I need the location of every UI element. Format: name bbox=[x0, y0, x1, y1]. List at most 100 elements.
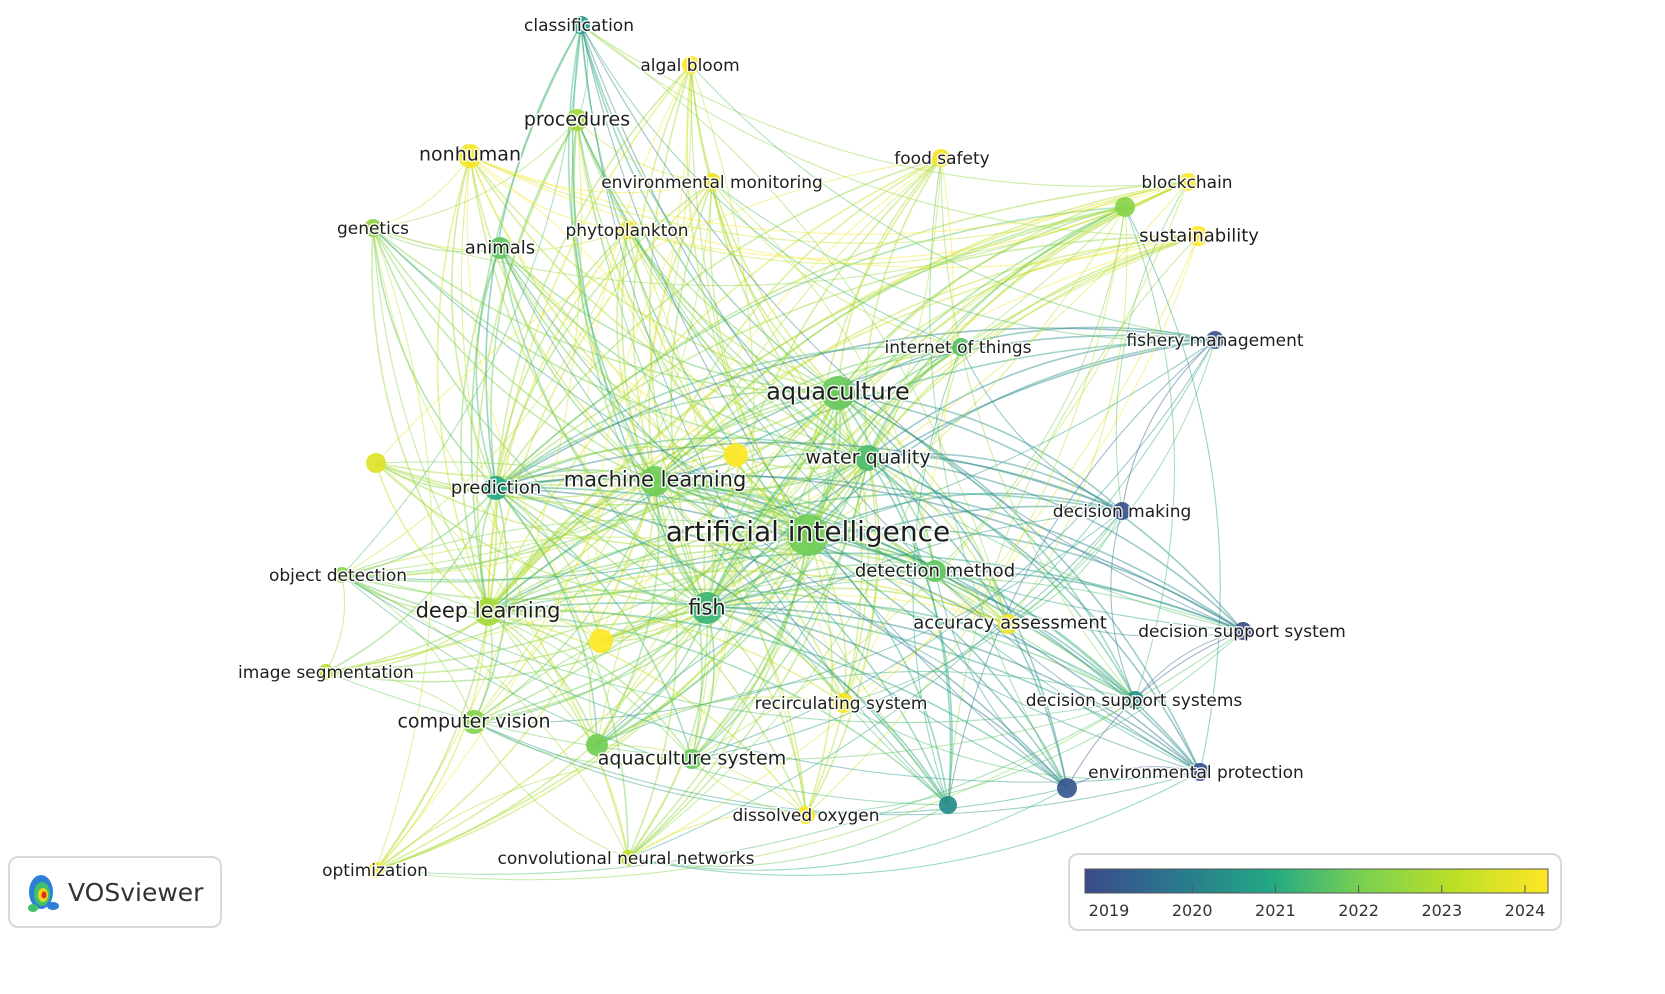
node-machine-learning[interactable] bbox=[640, 466, 670, 496]
node-unlabeled-2[interactable] bbox=[366, 453, 386, 473]
node-environmental-protection[interactable] bbox=[1191, 763, 1209, 781]
link bbox=[580, 24, 962, 348]
link bbox=[596, 480, 660, 746]
node-recirculating-system[interactable] bbox=[833, 693, 853, 713]
link bbox=[487, 480, 656, 613]
link bbox=[325, 671, 1136, 760]
link bbox=[648, 181, 713, 482]
link bbox=[325, 671, 475, 723]
node-blockchain[interactable] bbox=[1179, 173, 1197, 191]
link bbox=[576, 119, 949, 806]
link bbox=[495, 487, 693, 760]
node-internet-of-things[interactable] bbox=[952, 338, 970, 356]
node-optimization[interactable] bbox=[368, 862, 384, 878]
link bbox=[691, 510, 1123, 760]
node-unlabeled-3[interactable] bbox=[589, 629, 613, 653]
node-phytoplankton[interactable] bbox=[619, 221, 637, 239]
node-aquaculture-system[interactable] bbox=[682, 749, 702, 769]
link bbox=[711, 181, 839, 394]
link bbox=[654, 480, 949, 806]
link bbox=[469, 155, 869, 459]
link bbox=[341, 574, 489, 614]
node-decision-support-system[interactable] bbox=[1234, 622, 1252, 640]
node-image-segmentation[interactable] bbox=[318, 664, 334, 680]
link bbox=[596, 534, 809, 746]
node-environmental-monitoring[interactable] bbox=[703, 173, 721, 191]
node-unlabeled-1[interactable] bbox=[724, 443, 748, 467]
node-aquaculture[interactable] bbox=[821, 376, 855, 410]
link bbox=[473, 721, 629, 859]
link bbox=[495, 487, 629, 859]
link bbox=[691, 534, 809, 760]
link bbox=[375, 480, 656, 871]
link bbox=[375, 611, 489, 871]
link bbox=[842, 235, 1199, 704]
node-unlabeled-5[interactable] bbox=[939, 796, 957, 814]
node-unlabeled-6[interactable] bbox=[1057, 778, 1077, 798]
node-prediction[interactable] bbox=[484, 476, 508, 500]
link bbox=[487, 492, 1123, 613]
link bbox=[470, 24, 582, 613]
link bbox=[375, 462, 489, 613]
node-water-quality[interactable] bbox=[855, 445, 881, 471]
node-fishery-management[interactable] bbox=[1206, 331, 1224, 349]
link bbox=[600, 157, 942, 642]
node-nonhuman[interactable] bbox=[458, 144, 482, 168]
node-animals[interactable] bbox=[489, 237, 511, 259]
link bbox=[706, 564, 936, 609]
link bbox=[580, 24, 1199, 237]
link bbox=[654, 480, 807, 816]
label-object-detection: object detection bbox=[269, 566, 407, 586]
node-computer-vision[interactable] bbox=[462, 710, 486, 734]
link bbox=[1007, 339, 1216, 625]
link bbox=[837, 392, 1068, 789]
link bbox=[654, 235, 1199, 482]
link bbox=[837, 206, 1126, 394]
node-dissolved-oxygen[interactable] bbox=[797, 806, 815, 824]
link bbox=[372, 227, 501, 253]
node-food-safety[interactable] bbox=[932, 149, 950, 167]
link bbox=[375, 487, 498, 871]
node-detection-method[interactable] bbox=[924, 560, 946, 582]
node-object-detection[interactable] bbox=[334, 567, 350, 583]
link bbox=[867, 453, 1123, 512]
node-accuracy-assessment[interactable] bbox=[998, 614, 1018, 634]
node-fish[interactable] bbox=[691, 592, 723, 624]
node-artificial-intelligence[interactable] bbox=[787, 514, 829, 556]
label-algal-bloom: algal bloom bbox=[640, 56, 739, 76]
link bbox=[375, 462, 809, 548]
node-algal-bloom[interactable] bbox=[682, 56, 700, 74]
node-blockchain-dot[interactable] bbox=[1115, 197, 1135, 217]
link bbox=[711, 181, 936, 572]
node-deep-learning[interactable] bbox=[474, 598, 502, 626]
link bbox=[706, 235, 1199, 609]
link bbox=[487, 181, 1189, 613]
link bbox=[867, 457, 1009, 625]
link bbox=[627, 229, 1244, 632]
node-unlabeled-4[interactable] bbox=[586, 734, 608, 756]
link bbox=[473, 607, 708, 723]
link bbox=[495, 181, 1189, 489]
link bbox=[690, 64, 839, 394]
node-procedures[interactable] bbox=[566, 109, 588, 131]
link bbox=[325, 392, 839, 673]
link bbox=[691, 758, 807, 816]
link bbox=[487, 611, 693, 760]
link bbox=[487, 611, 629, 859]
link bbox=[375, 119, 582, 871]
link bbox=[691, 457, 869, 760]
link bbox=[375, 462, 497, 491]
node-genetics[interactable] bbox=[364, 219, 382, 237]
link bbox=[596, 510, 1123, 746]
node-sustainability[interactable] bbox=[1188, 226, 1208, 246]
link bbox=[495, 229, 629, 489]
node-decision-support-systems[interactable] bbox=[1126, 691, 1144, 709]
node-classification[interactable] bbox=[572, 16, 590, 34]
link bbox=[469, 155, 839, 394]
node-convolutional-neural-networks[interactable] bbox=[620, 850, 636, 866]
link bbox=[837, 181, 1189, 394]
node-decision-making[interactable] bbox=[1113, 502, 1131, 520]
link bbox=[576, 119, 839, 394]
link bbox=[807, 534, 1009, 625]
